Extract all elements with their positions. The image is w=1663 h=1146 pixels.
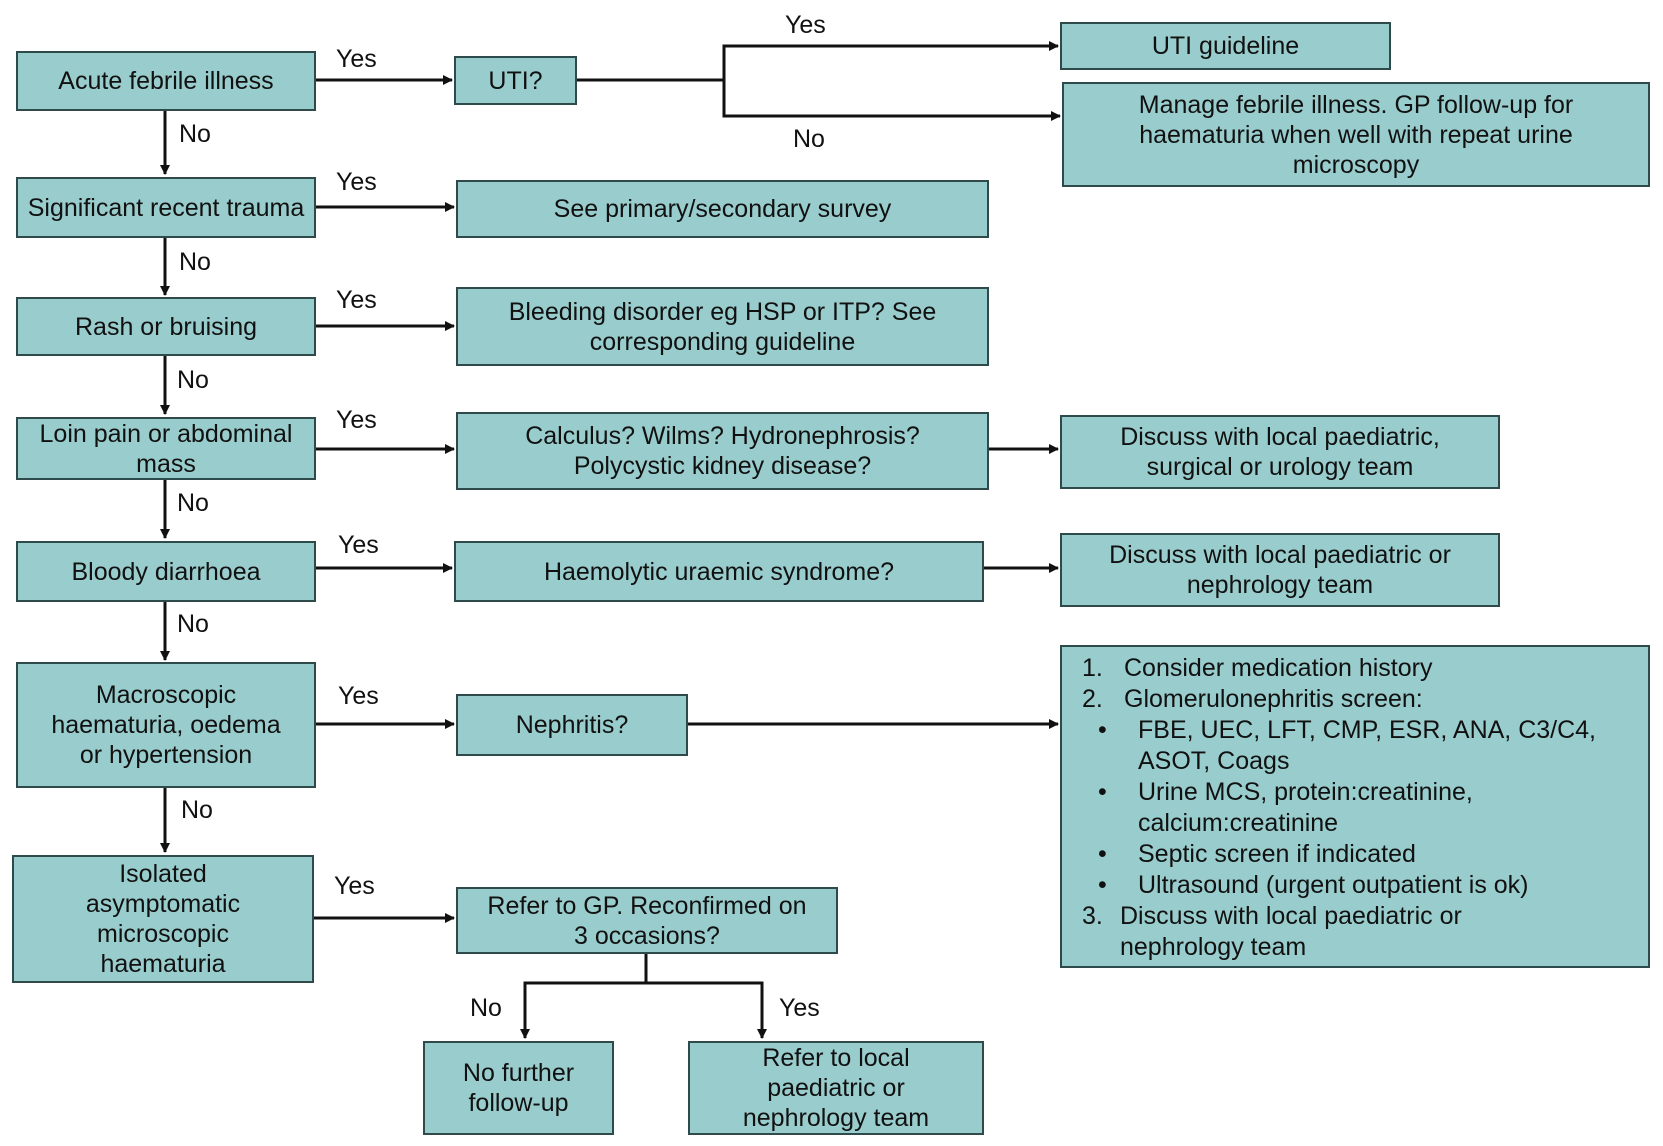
edge-label-no: No [793, 125, 825, 153]
node-workup-list: 1.Consider medication history 2.Glomerul… [1060, 645, 1650, 968]
arrow-uti-yes [577, 41, 1059, 82]
node-refer-to-gp: Refer to GP. Reconfirmed on 3 occasions? [456, 887, 838, 954]
edge-label-yes: Yes [779, 994, 820, 1022]
node-loin-pain-abdominal-mass: Loin pain or abdominal mass [16, 417, 316, 480]
node-manage-febrile-illness: Manage febrile illness. GP follow-up for… [1062, 82, 1650, 187]
node-discuss-surgical-urology: Discuss with local paediatric, surgical … [1060, 415, 1500, 489]
edge-label-yes: Yes [334, 872, 375, 900]
node-haemolytic-uraemic-syndrome: Haemolytic uraemic syndrome? [454, 541, 984, 602]
edge-label-yes: Yes [785, 11, 826, 39]
edge-label-no: No [179, 248, 211, 276]
edge-label-yes: Yes [338, 531, 379, 559]
edge-label-no: No [177, 489, 209, 517]
edge-label-yes: Yes [336, 286, 377, 314]
node-uti: UTI? [454, 56, 577, 105]
node-uti-guideline: UTI guideline [1060, 22, 1391, 70]
node-primary-secondary-survey: See primary/secondary survey [456, 180, 989, 238]
edge-label-yes: Yes [336, 406, 377, 434]
node-rash-or-bruising: Rash or bruising [16, 297, 316, 356]
node-discuss-nephrology: Discuss with local paediatric or nephrol… [1060, 533, 1500, 607]
edge-label-no: No [177, 610, 209, 638]
arrow-uti-no [722, 80, 1061, 121]
arrow-refer-no [520, 954, 648, 1039]
edge-label-no: No [179, 120, 211, 148]
workup-item: •Ultrasound (urgent outpatient is ok) [1098, 871, 1529, 899]
node-refer-local-team: Refer to local paediatric or nephrology … [688, 1041, 984, 1135]
edge-label-yes: Yes [336, 168, 377, 196]
workup-item: •Urine MCS, protein:creatinine, calcium:… [1098, 778, 1473, 837]
workup-item: 1.Consider medication history [1082, 654, 1433, 682]
node-nephritis: Nephritis? [456, 694, 688, 756]
workup-item: 3.Discuss with local paediatric or nephr… [1082, 902, 1462, 961]
edge-label-no: No [181, 796, 213, 824]
edge-label-no: No [177, 366, 209, 394]
workup-item: 2.Glomerulonephritis screen: [1082, 685, 1423, 713]
node-no-further-follow-up: No further follow-up [423, 1041, 614, 1135]
node-isolated-microscopic-haematuria: Isolated asymptomatic microscopic haemat… [12, 855, 314, 983]
node-bleeding-disorder: Bleeding disorder eg HSP or ITP? See cor… [456, 287, 989, 366]
edge-label-yes: Yes [338, 682, 379, 710]
arrow-refer-yes [646, 981, 767, 1039]
node-acute-febrile-illness: Acute febrile illness [16, 51, 316, 111]
edge-label-no: No [470, 994, 502, 1022]
node-significant-recent-trauma: Significant recent trauma [16, 177, 316, 238]
edge-label-yes: Yes [336, 45, 377, 73]
workup-item: •Septic screen if indicated [1098, 840, 1416, 868]
node-bloody-diarrhoea: Bloody diarrhoea [16, 541, 316, 602]
node-macroscopic-haematuria: Macroscopic haematuria, oedema or hypert… [16, 662, 316, 788]
workup-item: •FBE, UEC, LFT, CMP, ESR, ANA, C3/C4, AS… [1098, 716, 1596, 775]
node-calculus-wilms: Calculus? Wilms? Hydronephrosis? Polycys… [456, 412, 989, 490]
